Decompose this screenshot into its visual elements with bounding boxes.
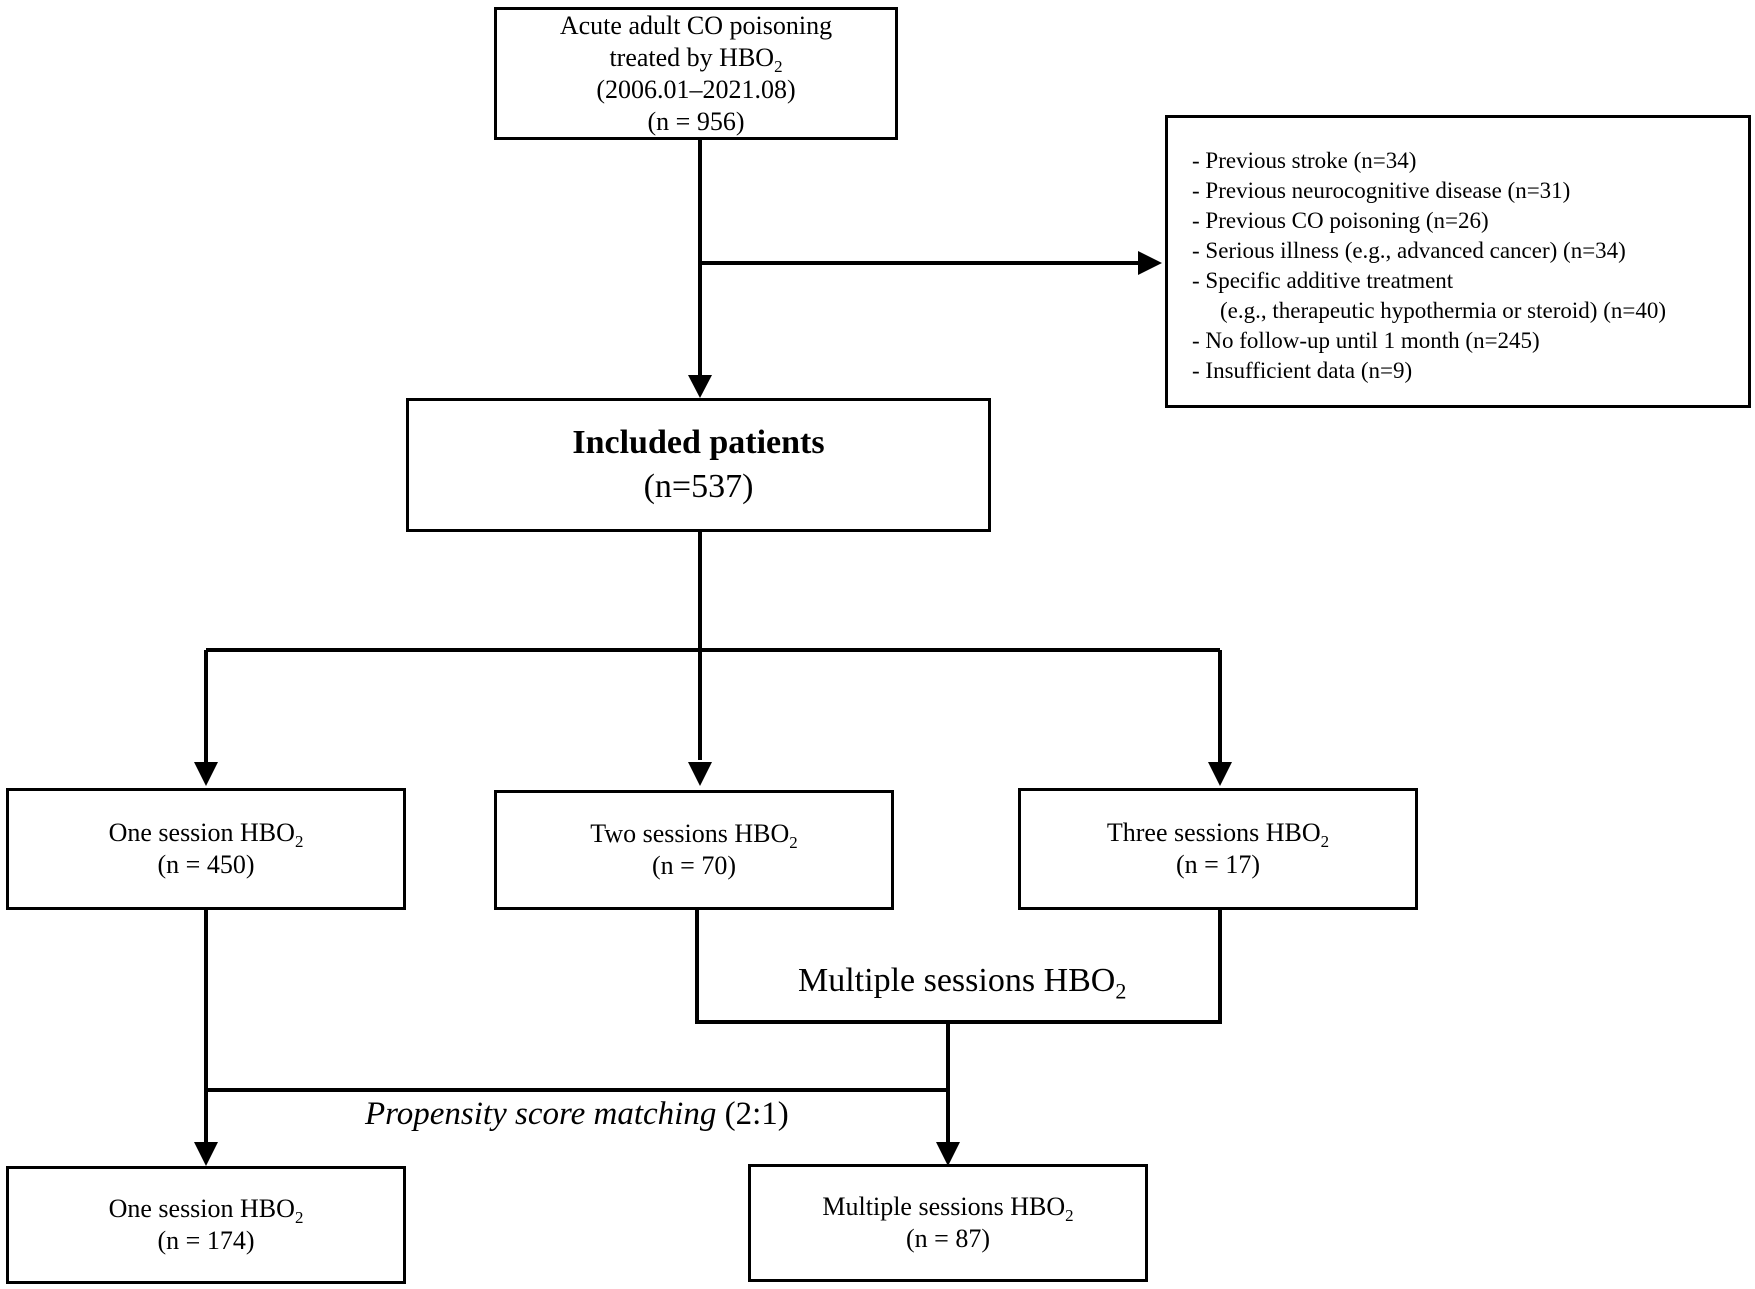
matched-multiple-count: (n = 87) [906,1224,990,1253]
three-sessions-count: (n = 17) [1176,850,1260,879]
included-count: (n=537) [643,468,754,505]
one-session-count: (n = 450) [157,850,255,879]
three-sessions-box: Three sessions HBO2 (n = 17) [1018,788,1418,910]
arrowhead-matched-one [194,1142,218,1166]
arrowhead-included [688,375,712,398]
exclusion-item-continuation: (e.g., therapeutic hypothermia or steroi… [1220,298,1666,323]
propensity-score-text: Propensity score matching [365,1096,717,1132]
exclusion-item: - Previous CO poisoning (n=26) [1192,208,1489,233]
arrowhead-exclusions [1138,251,1162,275]
exclusion-item: - Insufficient data (n=9) [1192,358,1413,383]
connector-multiple-bracket [695,907,1222,1024]
matched-multiple-label: Multiple sessions HBO2 [822,1192,1074,1225]
exclusion-criteria-box: - Previous stroke (n=34) - Previous neur… [1165,115,1751,408]
exclusion-item: - Serious illness (e.g., advanced cancer… [1192,238,1626,263]
matched-multiple-sessions-box: Multiple sessions HBO2 (n = 87) [748,1164,1148,1282]
source-population-box: Acute adult CO poisoning treated by HBO2… [494,7,898,140]
two-sessions-count: (n = 70) [652,851,736,880]
included-patients-box: Included patients (n=537) [406,398,991,532]
exclusion-item: - Previous neurocognitive disease (n=31) [1192,178,1571,203]
one-session-label: One session HBO2 [108,818,304,851]
three-sessions-label: Three sessions HBO2 [1106,818,1330,851]
arrowhead-matched-multiple [936,1142,960,1166]
matched-one-label: One session HBO2 [108,1194,304,1227]
source-line1: Acute adult CO poisoning [559,10,833,40]
exclusion-item: - Specific additive treatment [1192,268,1454,293]
exclusion-item: - Previous stroke (n=34) [1192,148,1417,173]
arrowhead-three [1208,762,1232,786]
arrowhead-two [688,762,712,786]
source-count: (n = 956) [647,106,745,136]
exclusion-item: - No follow-up until 1 month (n=245) [1192,328,1540,353]
one-session-box: One session HBO2 (n = 450) [6,788,406,910]
source-period: (2006.01–2021.08) [596,74,796,104]
included-title: Included patients [572,424,825,461]
two-sessions-box: Two sessions HBO2 (n = 70) [494,790,894,910]
propensity-score-label: Propensity score matching (2:1) [365,1096,789,1133]
propensity-ratio: (2:1) [716,1096,789,1132]
matched-one-session-box: One session HBO2 (n = 174) [6,1166,406,1284]
source-line2: treated by HBO2 [609,42,783,76]
multiple-sessions-label: Multiple sessions HBO2 [798,962,1127,1004]
matched-one-count: (n = 174) [157,1226,255,1255]
two-sessions-label: Two sessions HBO2 [590,819,798,852]
arrowhead-one [194,762,218,786]
